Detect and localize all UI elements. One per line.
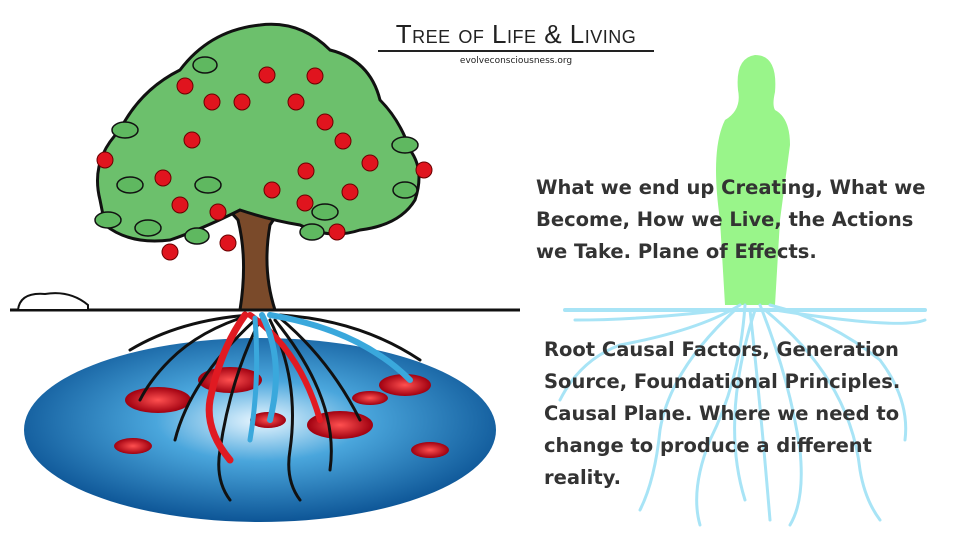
- apples: [96, 66, 433, 261]
- tree-foliage: [96, 22, 421, 243]
- causes-description: Root Causal Factors, Generation Source, …: [544, 338, 901, 489]
- effects-description: What we end up Creating, What we Become,…: [536, 176, 926, 263]
- website-url: evolveconsciousness.org: [459, 56, 573, 66]
- leaves: [94, 56, 419, 245]
- tree-roots: [128, 311, 422, 502]
- page-title: Tree of Life & Living: [378, 18, 654, 52]
- water-pool: [24, 338, 496, 522]
- person-silhouette: [716, 55, 790, 305]
- person-roots: [558, 303, 927, 527]
